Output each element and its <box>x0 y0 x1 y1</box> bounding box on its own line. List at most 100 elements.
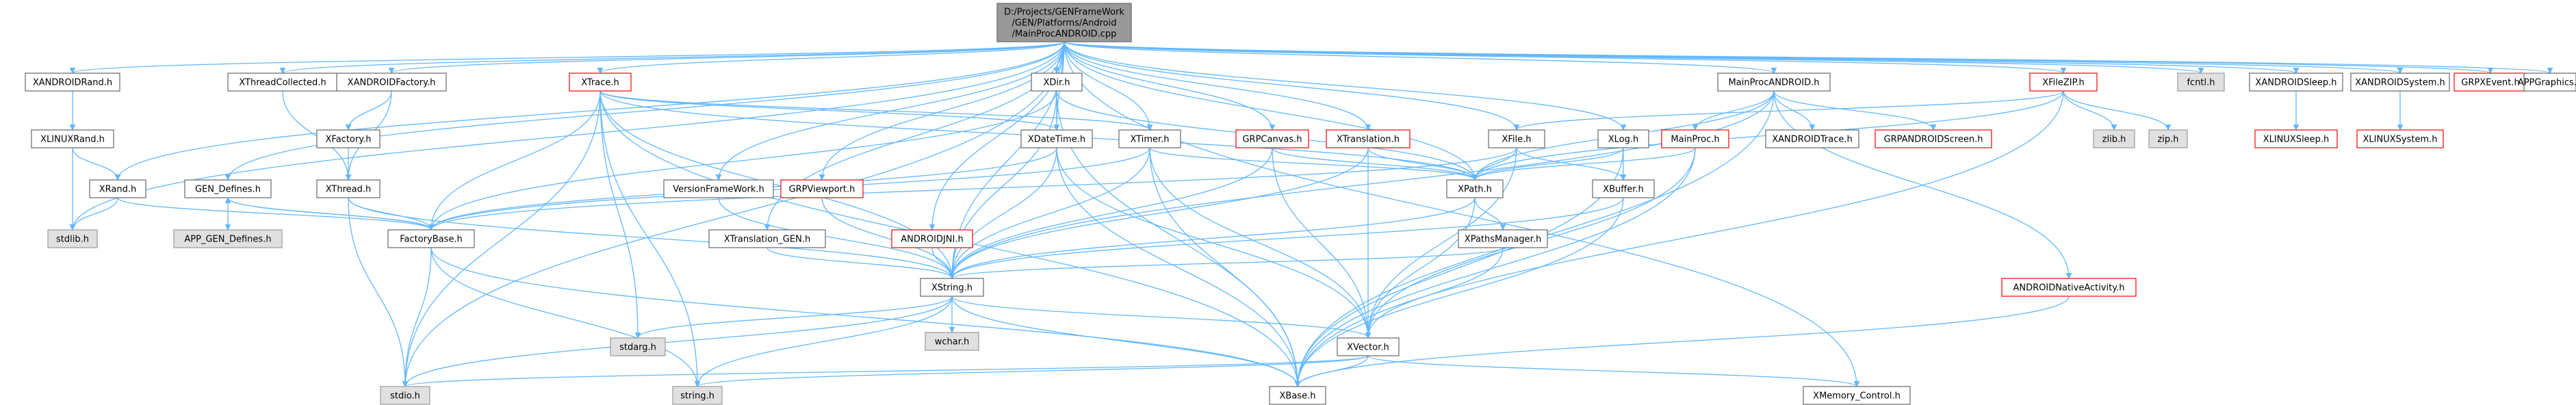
node-label-xtranslation: XTranslation.h <box>1337 135 1400 145</box>
edge-xstring-to-stdio <box>402 296 953 387</box>
node-xlog[interactable]: XLog.h <box>1597 129 1649 148</box>
edge-xlinuxrand-to-xrand <box>72 147 121 181</box>
edge-xtrace-to-xdatetime <box>600 90 1060 131</box>
edge-root-to-xandroidsystem <box>1064 41 2403 74</box>
node-xdatetime[interactable]: XDateTime.h <box>1020 129 1093 148</box>
node-label-factorybase: FactoryBase.h <box>400 235 463 245</box>
node-label-xthread: XThread.h <box>326 185 372 195</box>
node-label-xpathsmanager: XPathsManager.h <box>1465 235 1541 245</box>
node-label-root: /GEN/Platforms/Android <box>1012 18 1116 29</box>
edge-factorybase-to-gendefines <box>224 197 432 231</box>
node-androidnativeactivity[interactable]: ANDROIDNativeActivity.h <box>2001 278 2137 297</box>
node-xbase[interactable]: XBase.h <box>1269 386 1326 405</box>
node-xandroidsystem[interactable]: XANDROIDSystem.h <box>2350 73 2450 92</box>
node-label-xmemorycontrol: XMemory_Control.h <box>1813 391 1901 402</box>
edge-root-to-xfilezip <box>1064 41 2067 74</box>
node-fcntl[interactable]: fcntl.h <box>2177 73 2225 92</box>
node-stdio[interactable]: stdio.h <box>380 386 430 405</box>
node-versionframework[interactable]: VersionFrameWork.h <box>663 179 774 198</box>
node-grpviewport[interactable]: GRPViewport.h <box>780 179 864 198</box>
node-xmemorycontrol[interactable]: XMemory_Control.h <box>1803 386 1911 405</box>
node-label-xandroidfactory: XANDROIDFactory.h <box>348 78 436 88</box>
node-xandroidsleep[interactable]: XANDROIDSleep.h <box>2249 73 2343 92</box>
node-box-xbase <box>1269 386 1326 405</box>
node-xrand[interactable]: XRand.h <box>89 179 146 198</box>
node-stdlib[interactable]: stdlib.h <box>47 229 98 248</box>
node-appgraphics[interactable]: APPGraphics.h <box>2518 73 2576 92</box>
edge-mainproc-to-xbase <box>1294 147 1696 387</box>
node-xlinuxrand[interactable]: XLINUXRand.h <box>31 129 114 148</box>
node-label-appgraphics: APPGraphics.h <box>2518 78 2576 88</box>
node-box-zip <box>2148 129 2188 148</box>
node-xthread[interactable]: XThread.h <box>316 179 381 198</box>
edge-xpathsmanager-to-xstring <box>949 247 1504 279</box>
node-zlib[interactable]: zlib.h <box>2093 129 2135 148</box>
edge-xstring-to-stdarg <box>634 296 953 339</box>
edge-xvector-to-xbase <box>1294 355 1369 387</box>
node-box-stdarg <box>610 337 666 356</box>
node-xdir[interactable]: XDir.h <box>1031 73 1083 92</box>
node-box-gendefines <box>184 179 272 198</box>
node-xbuffer[interactable]: XBuffer.h <box>1592 179 1655 198</box>
edge-xtimer-to-xpath <box>1149 147 1478 181</box>
node-mainprocandroid[interactable]: MainProcANDROID.h <box>1717 73 1831 92</box>
node-box-factorybase <box>387 229 475 248</box>
edge-xtranslation-to-xpath <box>1367 147 1478 181</box>
node-xstring[interactable]: XString.h <box>920 278 984 297</box>
node-xandroidtrace[interactable]: XANDROIDTrace.h <box>1765 129 1859 148</box>
node-grpandroidscreen[interactable]: GRPANDROIDScreen.h <box>1875 129 1992 148</box>
edge-mainprocandroid-to-xstring <box>949 90 1775 279</box>
node-stdarg[interactable]: stdarg.h <box>610 337 666 356</box>
node-grpcanvas[interactable]: GRPCanvas.h <box>1235 129 1309 148</box>
node-zip[interactable]: zip.h <box>2148 129 2188 148</box>
node-box-xtimer <box>1118 129 1181 148</box>
node-xtranslation[interactable]: XTranslation.h <box>1326 129 1411 148</box>
node-xfactory[interactable]: XFactory.h <box>316 129 381 148</box>
node-mainproc[interactable]: MainProc.h <box>1661 129 1729 148</box>
node-grpxevent[interactable]: GRPXEvent.h <box>2453 73 2527 92</box>
edge-xtimer-to-xbase <box>1149 147 1301 387</box>
node-xpathsmanager[interactable]: XPathsManager.h <box>1458 229 1548 248</box>
edge-root-to-xthreadcollected <box>279 41 1065 74</box>
node-box-xstring <box>920 278 984 297</box>
node-xlinuxsystem[interactable]: XLINUXSystem.h <box>2356 129 2444 148</box>
nodes-layer: D:/Projects/GENFrameWork/GEN/Platforms/A… <box>25 3 2576 405</box>
edge-root-to-xtranslationgen <box>764 41 1065 231</box>
node-factorybase[interactable]: FactoryBase.h <box>387 229 475 248</box>
node-xandroidfactory[interactable]: XANDROIDFactory.h <box>336 73 447 92</box>
node-box-appgendefines <box>173 229 283 248</box>
node-xtranslationgen[interactable]: XTranslation_GEN.h <box>708 229 826 248</box>
node-xandroidrand[interactable]: XANDROIDRand.h <box>25 73 120 92</box>
node-box-grpviewport <box>780 179 864 198</box>
node-xtrace[interactable]: XTrace.h <box>569 73 632 92</box>
node-box-xpath <box>1446 179 1504 198</box>
node-box-androidnativeactivity <box>2001 278 2137 297</box>
node-label-xandroidrand: XANDROIDRand.h <box>33 78 112 88</box>
node-gendefines[interactable]: GEN_Defines.h <box>184 179 272 198</box>
node-xvector[interactable]: XVector.h <box>1337 337 1400 356</box>
edge-root-to-xpath <box>1064 41 1478 181</box>
node-appgendefines[interactable]: APP_GEN_Defines.h <box>173 229 283 248</box>
node-wchar[interactable]: wchar.h <box>925 332 979 351</box>
node-root[interactable]: D:/Projects/GENFrameWork/GEN/Platforms/A… <box>996 3 1132 42</box>
node-xlinuxsleep[interactable]: XLINUXSleep.h <box>2254 129 2338 148</box>
node-box-mainprocandroid <box>1717 73 1831 92</box>
node-xpath[interactable]: XPath.h <box>1446 179 1504 198</box>
node-string[interactable]: string.h <box>672 386 723 405</box>
node-box-xandroidfactory <box>336 73 447 92</box>
edge-root-to-mainprocandroid <box>1064 41 1777 74</box>
node-label-xbuffer: XBuffer.h <box>1603 185 1644 195</box>
node-label-mainprocandroid: MainProcANDROID.h <box>1729 78 1820 88</box>
node-box-xandroidtrace <box>1765 129 1859 148</box>
edge-root-to-xtrace <box>597 41 1065 74</box>
node-label-xbase: XBase.h <box>1280 391 1316 402</box>
node-box-xrand <box>89 179 146 198</box>
node-androidjni[interactable]: ANDROIDJNI.h <box>891 229 973 248</box>
node-xtimer[interactable]: XTimer.h <box>1118 129 1181 148</box>
node-xfilezip[interactable]: XFileZIP.h <box>2029 73 2098 92</box>
node-box-xandroidsystem <box>2350 73 2450 92</box>
node-label-xstring: XString.h <box>931 283 973 293</box>
node-label-xlog: XLog.h <box>1608 135 1639 145</box>
node-xfile[interactable]: XFile.h <box>1488 129 1545 148</box>
node-xthreadcollected[interactable]: XThreadCollected.h <box>227 73 338 92</box>
